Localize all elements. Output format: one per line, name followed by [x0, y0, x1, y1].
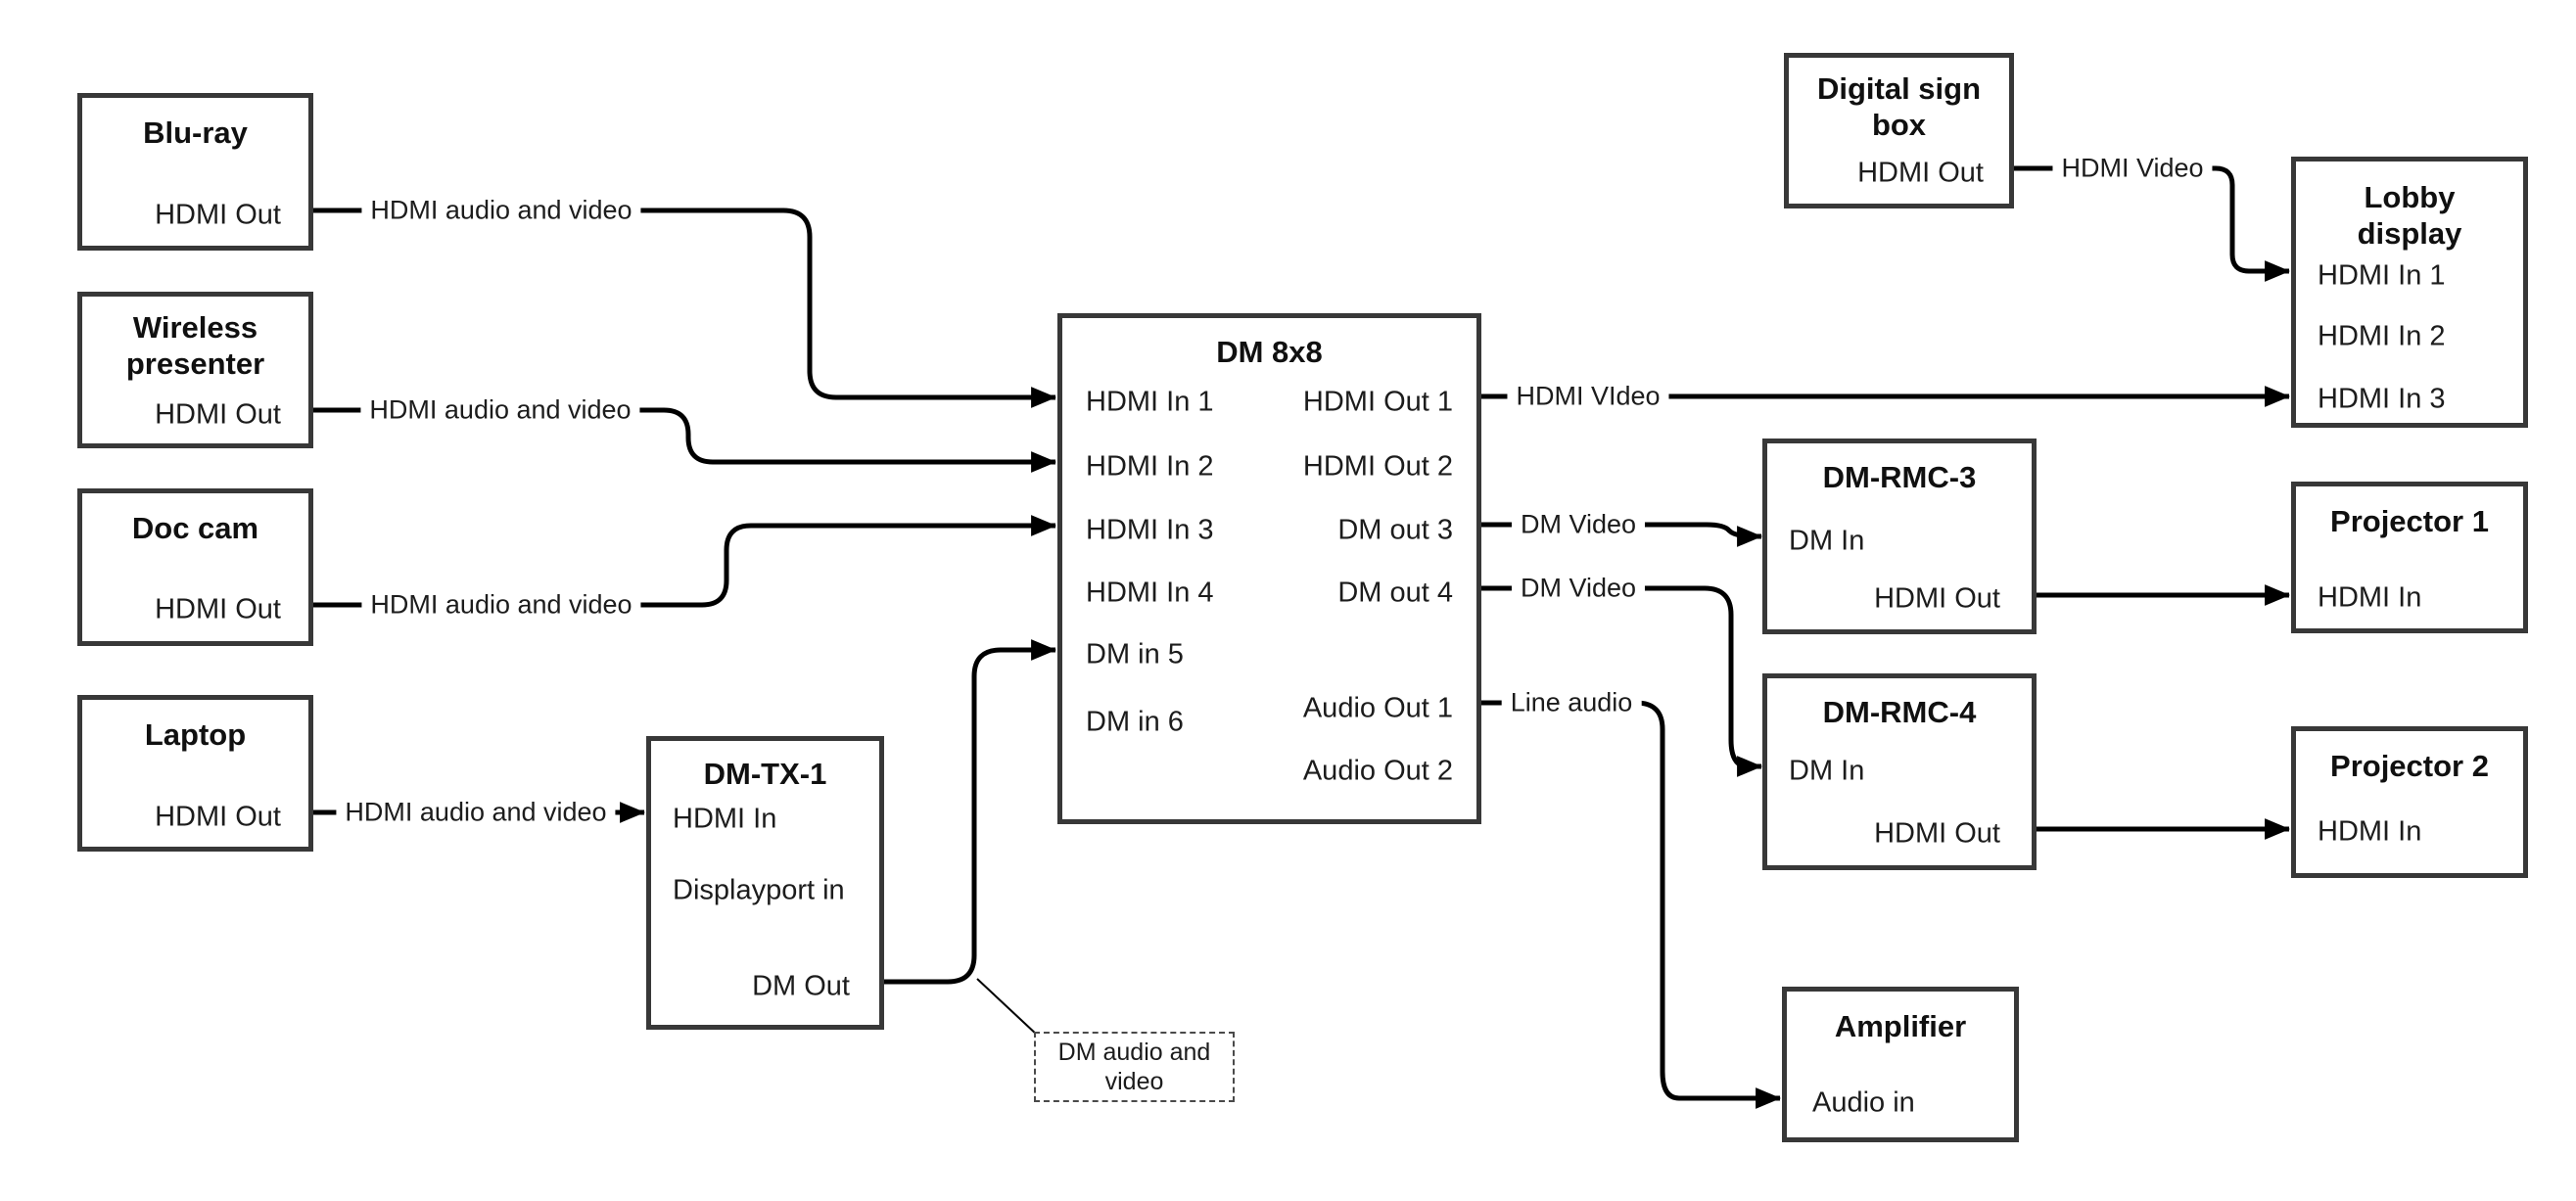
node-title: Wireless presenter	[125, 310, 265, 381]
callout-dm-audio-video: DM audio and video	[1034, 1032, 1235, 1102]
node-title: Digital sign box	[1816, 71, 1982, 142]
node-dm-rmc-3: DM-RMC-3 DM In HDMI Out	[1762, 439, 2037, 634]
edge-label-line-audio: Line audio	[1501, 687, 1642, 718]
port-projector1-hdmi-in: HDMI In	[2318, 581, 2422, 614]
port-laptop-hdmi-out: HDMI Out	[155, 801, 281, 833]
port-dm8x8-hdmi-in-3: HDMI In 3	[1086, 514, 1214, 546]
node-wireless-presenter: Wireless presenter HDMI Out	[77, 292, 313, 448]
port-dmtx1-dm-out: DM Out	[752, 970, 850, 1002]
port-dm8x8-dm-out-4: DM out 4	[1337, 577, 1453, 609]
edge-label-doccam: HDMI audio and video	[361, 589, 641, 621]
node-digital-sign-box: Digital sign box HDMI Out	[1784, 53, 2014, 208]
port-dmrmc3-dm-in: DM In	[1789, 525, 1865, 557]
node-title: DM-RMC-4	[1822, 695, 1977, 729]
port-lobby-hdmi-in-1: HDMI In 1	[2318, 259, 2446, 292]
node-dm-tx-1: DM-TX-1 HDMI In Displayport in DM Out	[646, 736, 884, 1030]
port-wireless-hdmi-out: HDMI Out	[155, 398, 281, 431]
node-title: Amplifier	[1834, 1009, 1967, 1043]
port-dm8x8-dm-out-3: DM out 3	[1337, 514, 1453, 546]
edge-dm8x8-dmout3-to-dmrmc3	[1481, 522, 1763, 547]
edge-dmtx1-dmout-to-dm8x8-dm-in-5	[884, 639, 1057, 985]
edge-label-bluray: HDMI audio and video	[361, 195, 641, 226]
edge-doccam-to-dm8x8-hdmi-in-3	[313, 515, 1057, 608]
edge-bluray-to-dm8x8-hdmi-in-1	[313, 208, 1057, 408]
edge-dm8x8-dmout4-to-dmrmc4	[1481, 585, 1763, 777]
node-title: Doc cam	[131, 511, 259, 545]
node-dm-rmc-4: DM-RMC-4 DM In HDMI Out	[1762, 673, 2037, 870]
node-title: Projector 1	[2330, 504, 2489, 538]
node-laptop: Laptop HDMI Out	[77, 695, 313, 852]
port-dmrmc4-dm-in: DM In	[1789, 755, 1865, 787]
edge-label-wireless: HDMI audio and video	[360, 394, 640, 426]
node-projector-1: Projector 1 HDMI In	[2291, 482, 2528, 633]
port-doccam-hdmi-out: HDMI Out	[155, 593, 281, 625]
edge-label-dm-video-1: DM Video	[1511, 509, 1646, 540]
edge-label-hdmi-video-2: HDMI Video	[2052, 153, 2213, 184]
node-lobby-display: Lobby display HDMI In 1 HDMI In 2 HDMI I…	[2291, 157, 2528, 428]
port-dm8x8-audio-out-1: Audio Out 1	[1302, 692, 1453, 724]
port-dm8x8-hdmi-in-4: HDMI In 4	[1086, 577, 1214, 609]
node-title: Blu-ray	[143, 115, 248, 150]
node-doc-cam: Doc cam HDMI Out	[77, 488, 313, 646]
port-dm8x8-dm-in-5: DM in 5	[1086, 638, 1184, 670]
edge-digitalsign-to-lobby-hdmi-in-1	[2014, 165, 2291, 282]
port-lobby-hdmi-in-2: HDMI In 2	[2318, 320, 2446, 352]
port-dmrmc4-hdmi-out: HDMI Out	[1874, 817, 2000, 850]
port-digitalsign-hdmi-out: HDMI Out	[1857, 157, 1984, 189]
port-dm8x8-hdmi-out-1: HDMI Out 1	[1302, 386, 1453, 418]
edge-label-hdmi-video-1: HDMI VIdeo	[1507, 381, 1669, 412]
node-title: Lobby display	[2357, 180, 2462, 251]
edge-label-dm-video-2: DM Video	[1511, 573, 1646, 604]
node-title: DM-TX-1	[703, 757, 827, 791]
node-title: DM-RMC-3	[1822, 460, 1977, 494]
port-dm8x8-hdmi-out-2: HDMI Out 2	[1302, 450, 1453, 483]
port-dmtx1-hdmi-in: HDMI In	[673, 803, 777, 835]
node-projector-2: Projector 2 HDMI In	[2291, 726, 2528, 878]
edge-dm8x8-audioout1-to-amplifier	[1481, 700, 1782, 1109]
node-title: Projector 2	[2330, 749, 2489, 783]
node-amplifier: Amplifier Audio in	[1782, 987, 2019, 1142]
port-dm8x8-hdmi-in-1: HDMI In 1	[1086, 386, 1214, 418]
callout-leader-line	[976, 978, 1039, 1037]
port-dmrmc3-hdmi-out: HDMI Out	[1874, 582, 2000, 615]
node-dm-8x8: DM 8x8 HDMI In 1 HDMI In 2 HDMI In 3 HDM…	[1057, 313, 1481, 824]
edge-wireless-to-dm8x8-hdmi-in-2	[313, 407, 1057, 473]
edge-label-laptop: HDMI audio and video	[336, 797, 616, 828]
port-dm8x8-hdmi-in-2: HDMI In 2	[1086, 450, 1214, 483]
port-amplifier-audio-in: Audio in	[1812, 1086, 1915, 1119]
port-dm8x8-dm-in-6: DM in 6	[1086, 706, 1184, 738]
port-bluray-hdmi-out: HDMI Out	[155, 199, 281, 231]
node-title: DM 8x8	[1216, 335, 1323, 369]
port-dm8x8-audio-out-2: Audio Out 2	[1302, 755, 1453, 787]
port-lobby-hdmi-in-3: HDMI In 3	[2318, 383, 2446, 415]
port-dmtx1-displayport-in: Displayport in	[673, 874, 845, 906]
node-bluray: Blu-ray HDMI Out	[77, 93, 313, 251]
node-title: Laptop	[144, 717, 247, 752]
port-projector2-hdmi-in: HDMI In	[2318, 815, 2422, 848]
